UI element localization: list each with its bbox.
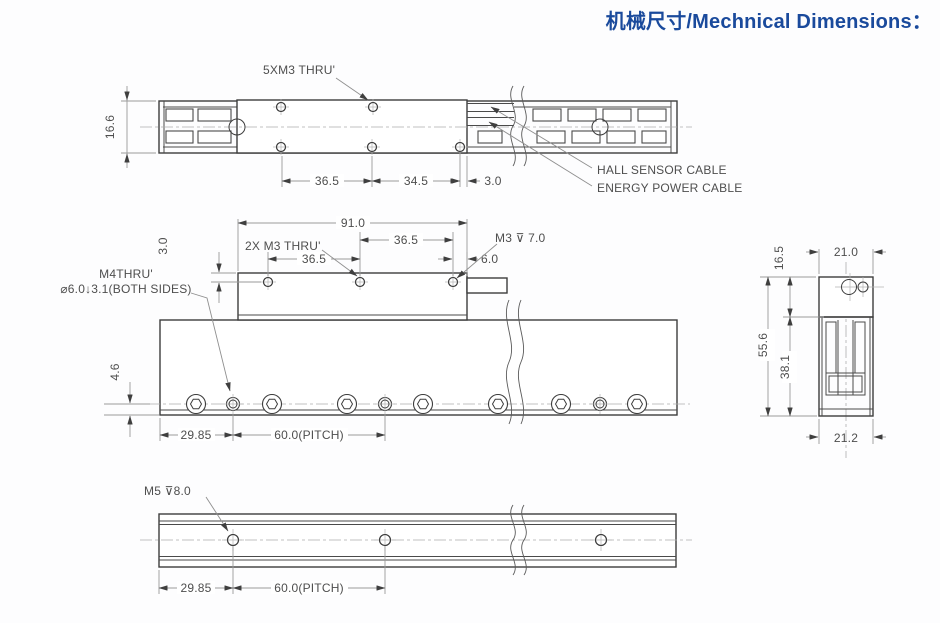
dim-label-16-6: 16.6 <box>103 115 117 139</box>
dim-label-4-6: 4.6 <box>108 363 122 380</box>
dim-label-36-5-top: 36.5 <box>315 174 339 188</box>
dim-label-36-5-lower: 36.5 <box>302 252 326 266</box>
dim-row-bottom-view: 29.85 60.0(PITCH) <box>158 546 386 595</box>
dim-row-stator-view: 29.85 60.0(PITCH) <box>159 414 386 442</box>
dim-label-29-85-bottom: 29.85 <box>180 581 211 595</box>
cable-lines <box>467 103 514 126</box>
stator-side-view: 4.6 29.85 60.0(PITCH) M4THRU' ⌀6.0↓3.1(B… <box>60 267 690 442</box>
thread-callout-2xm3: 2X M3 THRU' <box>245 239 358 277</box>
end-view-slider-block <box>818 276 874 318</box>
dim-label-6-0: 6.0 <box>481 252 498 266</box>
thread-callout-5xm3: 5XM3 THRU' <box>263 63 369 101</box>
dim-4-6: 4.6 <box>104 363 159 437</box>
label-2xm3-thru: 2X M3 THRU' <box>245 239 321 253</box>
dim-label-60-pitch-side: 60.0(PITCH) <box>274 428 344 442</box>
dim-16-6: 16.6 <box>103 86 156 168</box>
dim-label-36-5-upper: 36.5 <box>394 233 418 247</box>
break-lines-bottom-view <box>510 504 527 576</box>
break-lines-stator-view <box>505 299 525 425</box>
dim-6-0: 6.0 <box>438 252 498 276</box>
label-hall-sensor-cable: HALL SENSOR CABLE <box>597 163 727 177</box>
label-m5-depth: M5 ⊽8.0 <box>144 484 191 498</box>
cable-callouts: HALL SENSOR CABLE ENERGY POWER CABLE <box>488 106 742 195</box>
top-view: 16.6 36.5 34.5 3.0 5XM3 THR <box>103 63 742 195</box>
thread-callout-m5: M5 ⊽8.0 <box>144 484 229 532</box>
dim-label-34-5: 34.5 <box>404 174 428 188</box>
bottom-view-rail-body <box>158 513 677 568</box>
slider-body <box>237 272 468 321</box>
dim-21-0: 21.0 <box>806 245 886 274</box>
dim-36-5-lower: 36.5 <box>267 252 361 276</box>
dim-55-6: 55.6 <box>756 276 817 417</box>
dim-label-38-1: 38.1 <box>778 355 792 379</box>
dim-label-3-0-top: 3.0 <box>484 174 501 188</box>
label-m3-depth: M3 ⊽ 7.0 <box>495 231 546 245</box>
dim-row-top-view: 36.5 34.5 3.0 <box>281 152 502 188</box>
break-lines-top-view <box>510 85 527 167</box>
end-view: 21.0 16.5 55.6 38.1 <box>756 245 886 458</box>
dim-label-91-0: 91.0 <box>341 216 365 230</box>
dim-3-0-vertical: 3.0 <box>156 237 261 303</box>
label-m4-thru: M4THRU' <box>99 267 153 281</box>
dim-91-0: 91.0 <box>237 216 468 271</box>
dim-label-21-0: 21.0 <box>834 245 858 259</box>
dim-label-60-pitch-bottom: 60.0(PITCH) <box>274 581 344 595</box>
label-energy-power-cable: ENERGY POWER CABLE <box>597 181 742 195</box>
dim-label-21-2: 21.2 <box>834 431 858 445</box>
dim-16-5: 16.5 <box>772 246 816 318</box>
page-title: 机械尺寸/Mechnical Dimensions： <box>605 11 932 33</box>
label-m4-counterbore: ⌀6.0↓3.1(BOTH SIDES) <box>60 282 191 296</box>
dim-21-2: 21.2 <box>806 419 886 445</box>
dim-label-3-0-vertical: 3.0 <box>156 237 170 254</box>
cable-connector-block <box>466 277 508 294</box>
slider-front-view: 91.0 36.5 36.5 6.0 <box>156 216 546 321</box>
top-view-slider-body <box>236 99 468 154</box>
thread-callout-m3-depth: M3 ⊽ 7.0 <box>456 231 546 279</box>
dim-label-16-5: 16.5 <box>772 246 786 270</box>
label-5xm3-thru: 5XM3 THRU' <box>263 63 335 77</box>
dim-label-55-6: 55.6 <box>756 333 770 357</box>
end-view-stator-section <box>818 316 874 417</box>
dim-36-5-upper: 36.5 <box>359 232 454 276</box>
thread-callout-m4: M4THRU' ⌀6.0↓3.1(BOTH SIDES) <box>60 267 231 392</box>
dim-38-1: 38.1 <box>778 316 824 417</box>
dim-label-29-85-side: 29.85 <box>180 428 211 442</box>
bottom-view: M5 ⊽8.0 29.85 60.0(PITCH) <box>140 484 692 595</box>
